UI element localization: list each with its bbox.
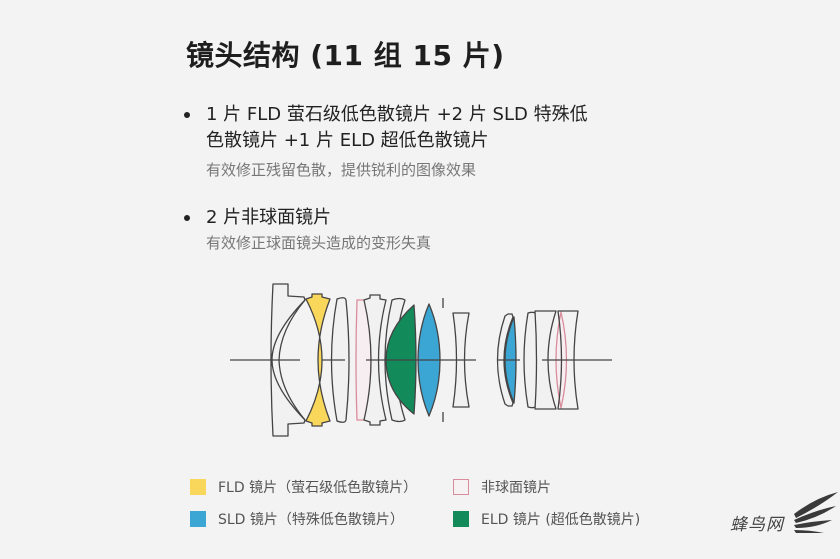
lens-element-fld: [305, 293, 331, 427]
legend-sld: SLD 镜片（特殊低色散镜片）: [190, 509, 404, 529]
bullet-dot: [184, 112, 190, 118]
sld-swatch: [190, 511, 206, 527]
aspherical-swatch: [453, 479, 469, 495]
legend-label: ELD 镜片 (超低色散镜片): [481, 512, 641, 528]
watermark-logo: 蜂鸟网: [730, 492, 838, 535]
legend-label: FLD 镜片（萤石级低色散镜片）: [218, 480, 418, 496]
legend-fld: FLD 镜片（萤石级低色散镜片）: [190, 477, 417, 497]
legend-label: SLD 镜片（特殊低色散镜片）: [218, 512, 404, 528]
fld-swatch: [190, 479, 206, 495]
bullet-main-text: 1 片 FLD 萤石级低色散镜片 +2 片 SLD 特殊低 色散镜片 +1 片 …: [206, 102, 588, 154]
bullet-main-text: 2 片非球面镜片: [206, 207, 332, 228]
eld-swatch: [453, 511, 469, 527]
bullet-sub-text: 有效修正残留色散，提供锐利的图像效果: [206, 161, 477, 179]
bullet-line-2: 色散镜片 +1 片 ELD 超低色散镜片: [206, 130, 489, 151]
watermark-text: 蜂鸟网: [730, 515, 784, 535]
bullet-dot: [184, 215, 190, 221]
legend-aspherical: 非球面镜片: [453, 477, 551, 497]
bullet-aspherical: 2 片非球面镜片 有效修正球面镜头造成的变形失真: [184, 205, 431, 255]
legend-label: 非球面镜片: [481, 480, 551, 496]
page-title: 镜头结构 (11 组 15 片): [186, 39, 505, 72]
legend-eld: ELD 镜片 (超低色散镜片): [453, 509, 640, 529]
bullet-sub-text: 有效修正球面镜头造成的变形失真: [206, 234, 432, 252]
bullet-lens-elements: 1 片 FLD 萤石级低色散镜片 +2 片 SLD 特殊低 色散镜片 +1 片 …: [184, 102, 588, 182]
wing-icon: [794, 492, 838, 533]
bullet-line-1: 1 片 FLD 萤石级低色散镜片 +2 片 SLD 特殊低: [206, 104, 588, 125]
